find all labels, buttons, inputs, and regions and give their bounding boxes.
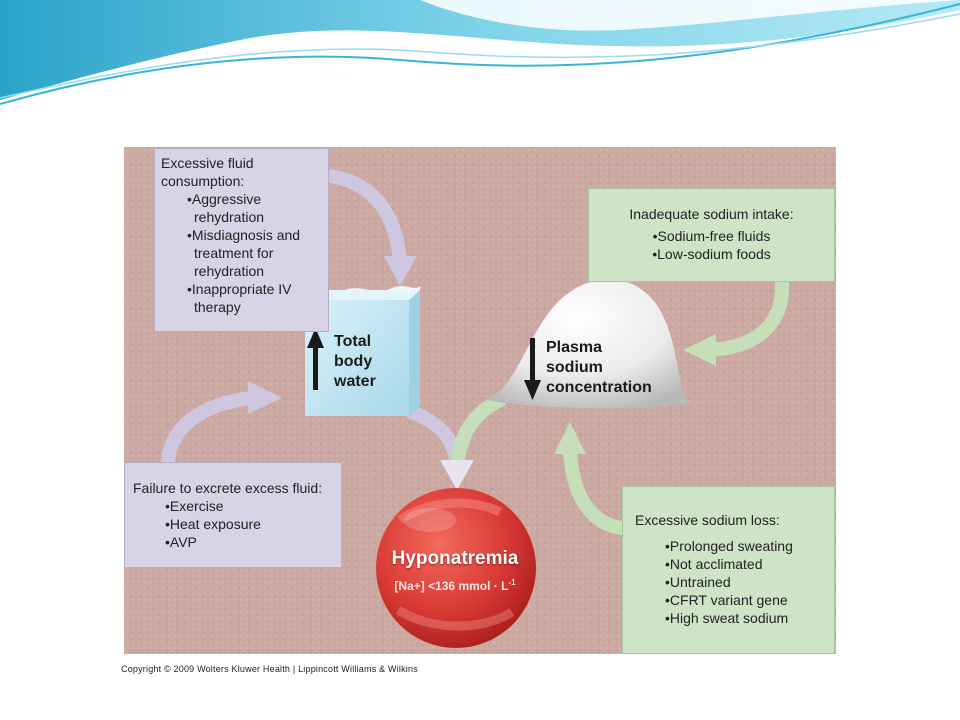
water-label-line: body: [334, 353, 373, 370]
list-item: therapy: [194, 299, 241, 315]
hyponatremia-title: Hyponatremia: [391, 548, 519, 569]
list-item: rehydration: [194, 209, 265, 225]
excessive-fluid-heading-line2: consumption:: [161, 173, 245, 189]
water-label-line: water: [334, 373, 376, 390]
list-item: •Not acclimated: [665, 556, 763, 572]
header-wave-decoration: [0, 0, 960, 105]
inadequate-sodium-list: •Sodium-free fluids •Low-sodium foods: [595, 227, 828, 263]
down-arrow-icon: [524, 338, 541, 400]
list-item: •Exercise: [165, 498, 224, 514]
list-item: •Prolonged sweating: [665, 538, 793, 554]
sodium-mound: [486, 279, 690, 409]
sodium-label-line: concentration: [546, 379, 652, 396]
hyponatremia-sphere: [376, 488, 536, 648]
excessive-sodium-loss-heading: Excessive sodium loss:: [635, 512, 780, 528]
excessive-sodium-loss-box: Excessive sodium loss: •Prolonged sweati…: [622, 486, 835, 654]
inadequate-sodium-box: Inadequate sodium intake: •Sodium-free f…: [588, 188, 835, 282]
list-item: •High sweat sodium: [665, 610, 789, 626]
failure-excrete-list: •Exercise •Heat exposure •AVP: [133, 497, 333, 551]
failure-excrete-heading: Failure to excrete excess fluid:: [133, 480, 323, 496]
inadequate-sodium-heading: Inadequate sodium intake:: [629, 206, 794, 222]
arrow-fluid-to-water: [323, 169, 417, 286]
arrow-converge-to-hyponatremia: [405, 393, 507, 490]
arrow-intake-to-sodium: [683, 275, 790, 366]
list-item: •Untrained: [665, 574, 731, 590]
hyponatremia-unit-exponent: -1: [508, 578, 516, 587]
list-item: •Aggressive: [187, 191, 262, 207]
failure-excrete-box: Failure to excrete excess fluid: •Exerci…: [124, 462, 342, 568]
list-item: •CFRT variant gene: [665, 592, 788, 608]
arrow-loss-to-sodium: [554, 422, 629, 535]
sodium-label-line: Plasma: [546, 339, 603, 356]
excessive-fluid-list: •Aggressive rehydration •Misdiagnosis an…: [161, 190, 322, 316]
list-item: •Misdiagnosis and: [187, 227, 301, 243]
hyponatremia-subtitle: [Na+] <136 mmol · L-1: [370, 576, 540, 593]
water-label-line: Total: [334, 333, 372, 350]
list-item: •Heat exposure: [165, 516, 261, 532]
plasma-sodium-label: Plasma sodium concentration: [546, 338, 686, 398]
list-item: treatment for: [194, 245, 274, 261]
copyright-notice: Copyright © 2009 Wolters Kluwer Health |…: [121, 664, 418, 674]
list-item: rehydration: [194, 263, 265, 279]
up-arrow-icon: [307, 328, 324, 390]
hyponatremia-threshold: [Na+] <136 mmol · L: [394, 579, 509, 593]
list-item: •AVP: [165, 534, 197, 550]
list-item: •Inappropriate IV: [187, 281, 292, 297]
total-body-water-label: Total body water: [334, 332, 414, 392]
list-item: •Sodium-free fluids: [652, 228, 771, 244]
sodium-label-line: sodium: [546, 359, 603, 376]
excessive-sodium-loss-list: •Prolonged sweating •Not acclimated •Unt…: [635, 537, 824, 627]
list-item: •Low-sodium foods: [652, 246, 771, 262]
arrow-excrete-to-water: [161, 381, 282, 469]
excessive-fluid-heading-line1: Excessive fluid: [161, 155, 254, 171]
excessive-fluid-box: Excessive fluid consumption: •Aggressive…: [154, 148, 329, 332]
